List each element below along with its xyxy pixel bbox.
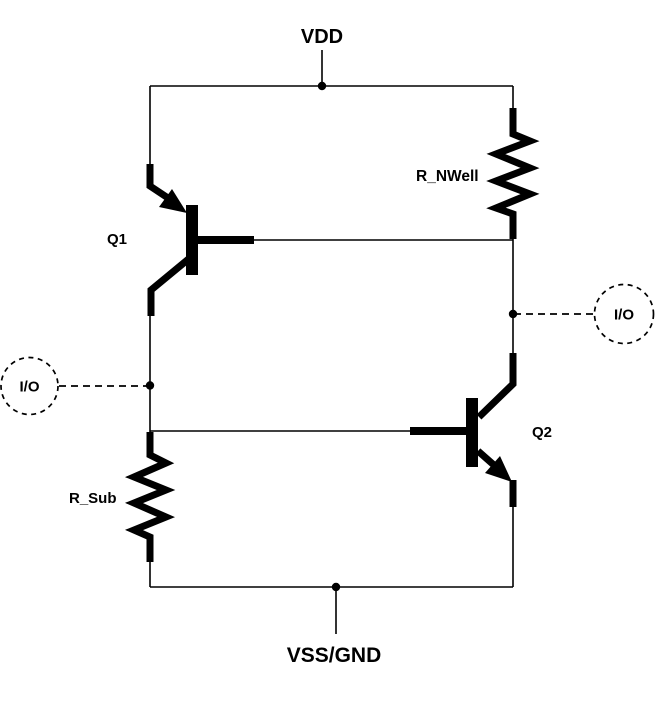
q2-collector-lead (476, 353, 517, 420)
port-io-left: I/O (0, 356, 148, 416)
io-left-circle (0, 356, 59, 416)
junction-dot-vdd (317, 81, 327, 91)
q2-label: Q2 (532, 424, 552, 441)
resistor-r-sub (124, 432, 176, 562)
q1-emitter-arrow-icon (159, 189, 187, 213)
vdd-label: VDD (301, 26, 343, 48)
q1-emitter-lead (146, 164, 173, 203)
junction-dot-vss (331, 582, 341, 592)
io-right-label: I/O (614, 307, 634, 324)
vss-gnd-label: VSS/GND (287, 644, 382, 667)
q2-emitter-lead (475, 448, 498, 469)
q2-emitter-arrow-icon (485, 456, 512, 482)
io-right-circle (593, 283, 655, 345)
junction-dot-left-io (145, 381, 155, 390)
r-nwell-label: R_NWell (416, 168, 479, 185)
q1-base-bar (186, 205, 198, 275)
transistor-q2-npn (410, 353, 517, 507)
resistor-r-nwell (486, 108, 540, 239)
q1-label: Q1 (107, 231, 127, 248)
io-left-label: I/O (19, 379, 39, 396)
port-io-right: I/O (514, 283, 655, 345)
r-sub-label: R_Sub (69, 490, 117, 507)
q1-collector-lead (147, 254, 194, 316)
junction-dot-right-io (508, 309, 518, 319)
transistor-q1-pnp (146, 164, 254, 316)
q2-base-bar (466, 398, 478, 467)
